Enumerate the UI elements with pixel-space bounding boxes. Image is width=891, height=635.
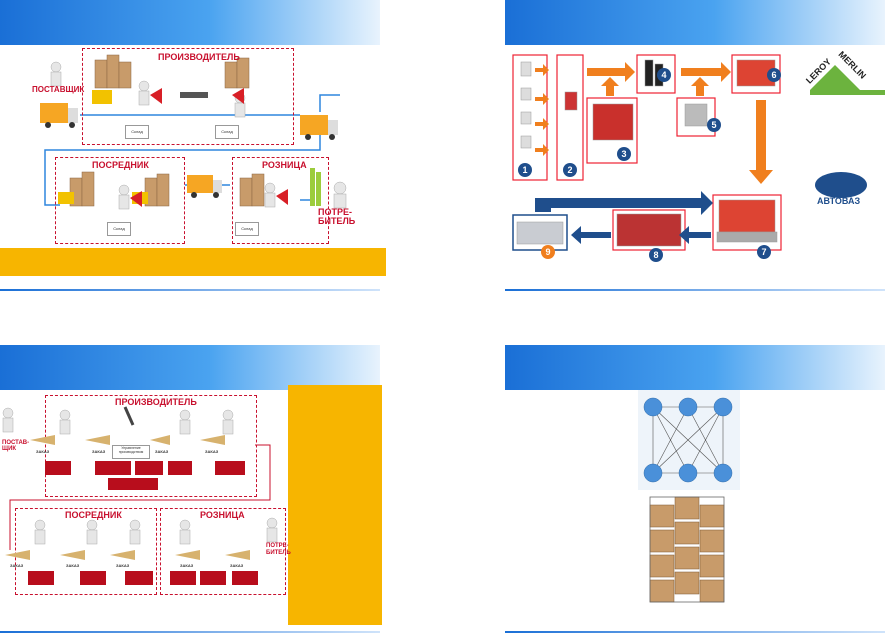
mgmt-box: Управление производством [112,445,150,459]
step-badge-1: 1 [518,163,532,177]
order-tag: ЗАКАЗ [230,563,244,568]
order-tag: ЗАКАЗ [92,449,106,454]
slide-network-storage [505,345,891,635]
supply-chain-illustration [40,54,347,210]
warehouse-box: Склад [215,125,239,139]
question-box [135,461,163,475]
production-cycle-illustration [512,54,885,251]
intermediary-label: ПОСРЕДНИК [92,160,149,170]
truck-icon [187,175,222,198]
slide-header-bar [0,345,380,390]
step-badge-8: 8 [649,248,663,262]
consumer-label: ПОТРЕ- БИТЕЛЬ [318,207,356,226]
slide-header-bar [505,0,885,45]
order-tag: ЗАКАЗ [180,563,194,568]
supplier-label: ПОСТАВЩИК [32,85,85,94]
consumer-label: ПОТРЕ- БИТЕЛЬ [266,543,291,556]
order-tag: ЗАКАЗ [205,449,219,454]
slide-order-flow: ПРОИЗВОДИТЕЛЬ ПОСРЕДНИК РОЗНИЦА ПОСТАВ- … [0,345,386,635]
slide-footer-line [505,289,885,291]
step-badge-7: 7 [757,245,771,259]
avtovaz-logo [815,172,867,198]
step-badge-4: 4 [657,68,671,82]
step-badge-2: 2 [563,163,577,177]
order-tag: ЗАКАЗ [116,563,130,568]
slide-footer-line [0,289,380,291]
slide-footer-line [505,631,885,633]
slide-footer-line [0,631,380,633]
producer-label: ПРОИЗВОДИТЕЛЬ [158,52,240,62]
question-box [80,571,106,585]
slide-production-cycle: 1 2 3 4 5 6 7 8 9 LEROY MERLIN АВТОВАЗ [505,0,891,300]
slide-supply-chain-overview: ПОСТАВЩИК ПРОИЗВОДИТЕЛЬ ПОСРЕДНИК РОЗНИЦ… [0,0,386,300]
order-tag: ЗАКАЗ [36,449,50,454]
accent-bar [0,248,386,276]
warehouse-box: Склад [125,125,149,139]
producer-zone [45,395,257,497]
question-box [95,461,131,475]
intermediary-zone [55,157,185,244]
order-flow-illustration [2,406,278,560]
truck-icon [40,103,78,128]
retail-zone [160,508,286,595]
question-box [108,478,158,490]
order-tag: ЗАКАЗ [10,563,24,568]
producer-label: ПРОИЗВОДИТЕЛЬ [115,397,197,407]
retail-label: РОЗНИЦА [262,160,307,170]
producer-zone [82,48,294,145]
accent-panel [288,385,382,625]
order-tag: ЗАКАЗ [66,563,80,568]
question-box [232,571,258,585]
warehouse-box: Склад [235,222,259,236]
leroy-merlin-logo [810,65,885,95]
slide-header-bar [505,345,885,390]
question-box [200,571,226,585]
retail-zone [232,157,329,244]
network-storage-illustration [638,390,740,603]
step-badge-5: 5 [707,118,721,132]
question-box [28,571,54,585]
question-box [45,461,71,475]
question-box [168,461,192,475]
order-tag: ЗАКАЗ [155,449,169,454]
supplier-label: ПОСТАВ- ЩИК [2,440,30,452]
intermediary-label: ПОСРЕДНИК [65,510,122,520]
question-box [170,571,196,585]
retail-label: РОЗНИЦА [200,510,245,520]
question-box [215,461,245,475]
step-badge-6: 6 [767,68,781,82]
truck-icon [300,115,338,140]
warehouse-box: Склад [107,222,131,236]
avtovaz-text: АВТОВАЗ [817,196,861,206]
step-badge-3: 3 [617,147,631,161]
slide-header-bar [0,0,380,45]
question-box [125,571,153,585]
intermediary-zone [15,508,157,595]
step-badge-9: 9 [541,245,555,259]
